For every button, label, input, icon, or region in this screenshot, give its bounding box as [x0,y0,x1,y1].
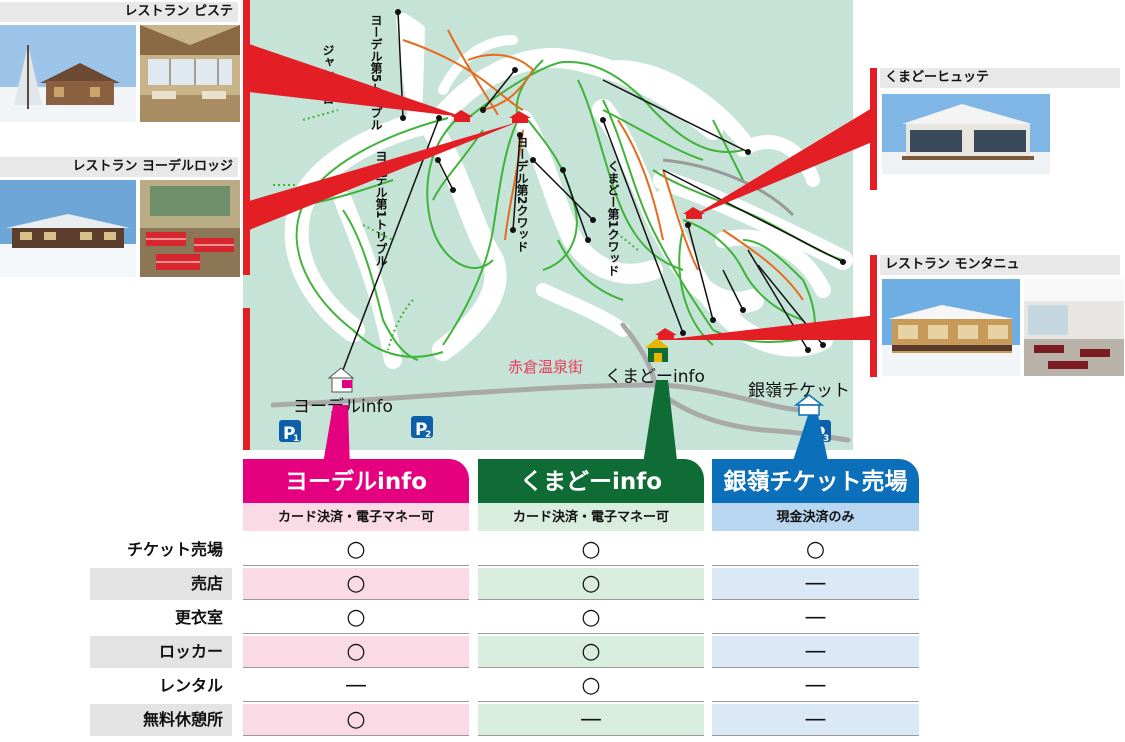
counter-payment-yodel: カード決済・電子マネー可 [243,503,469,531]
lift-stations [395,9,846,353]
cell: ○ [243,568,469,600]
restaurant-icon [655,328,677,340]
pointer-ginrei [790,415,830,470]
red-bar-right-bottom [870,255,877,377]
cell: — [712,602,919,634]
svg-text:3: 3 [823,434,829,444]
cell: ○ [712,534,919,566]
restaurant-label: レストラン モンタニュ [880,255,1120,275]
cell: ○ [243,636,469,668]
parking-icon: P 1 [279,420,301,444]
photo-montagne-interior [1024,279,1124,376]
info-building-icon [645,338,669,362]
cell: ○ [478,670,704,702]
svg-text:2: 2 [425,430,431,440]
red-bar-right-top [870,68,877,190]
callout-piste [249,44,463,117]
cell: — [712,568,919,600]
info-building-icon [327,367,355,393]
cell: — [712,636,919,668]
cell: ○ [478,534,704,566]
red-bar-left-top [243,0,250,275]
lift-label: くまどー第1クワッド [606,160,620,277]
cell: ○ [478,636,704,668]
row-label-rest-area: 無料休憩所 [90,704,232,736]
svg-text:1: 1 [293,434,299,444]
kumado-info-map-label: くまどーinfo [605,367,705,387]
cell: ○ [243,704,469,736]
callout-montagne [662,315,877,340]
photo-yodel-lodge-exterior [0,180,136,277]
svg-text:P: P [283,424,295,444]
row-label-rental: レンタル [158,676,223,695]
trail-map-svg: P 1 P 2 P 3 ヨーデル第5トリプル ジャンプ台 ヨーデル第1トリプル … [243,0,853,450]
photo-yodel-lodge-interior [140,180,240,277]
town-label: 赤倉温泉街 [508,358,583,376]
photo-kumado-hutte [882,94,1050,174]
pointer-yodel [322,405,350,470]
photo-piste-exterior [0,25,136,122]
row-label-locker: ロッカー [90,636,232,668]
cell: — [712,704,919,736]
restaurant-label: レストラン ヨーデルロッジ [0,157,238,177]
counter-payment-ginrei: 現金決済のみ [712,503,919,531]
counter-tab-yodel: ヨーデルinfo [243,459,469,503]
row-label-ticket: チケット売場 [126,540,223,559]
cell: ○ [478,568,704,600]
orange-runs [402,29,804,301]
cell: — [712,670,919,702]
cell: — [243,670,469,702]
restaurant-icon [683,207,705,219]
red-bar-left-bottom [243,308,250,450]
cell: ○ [478,602,704,634]
lift-label: ヨーデル第2クワッド [515,136,529,252]
counter-tab-kumado: くまどーinfo [478,459,704,503]
cell: ○ [243,534,469,566]
ski-trail-map: P 1 P 2 P 3 ヨーデル第5トリプル ジャンプ台 ヨーデル第1トリプル … [243,0,853,450]
photo-piste-interior [140,25,240,122]
dotted-trails [273,109,639,351]
pointer-kumado [642,380,678,470]
gray-slope [662,158,795,217]
counter-payment-kumado: カード決済・電子マネー可 [478,503,704,531]
restaurant-icon [509,111,531,123]
ginrei-ticket-map-label: 銀嶺チケット [748,381,850,401]
counter-tab-ginrei: 銀嶺チケット売場 [712,459,919,503]
callout-kumado-hutte [690,105,877,218]
row-label-changing-room: 更衣室 [174,608,223,627]
photo-montagne-exterior [882,279,1020,376]
restaurant-label: くまどーヒュッテ [880,68,1120,88]
lift-label: ヨーデル第1トリプル [374,150,388,266]
restaurant-label: レストラン ピステ [0,2,238,22]
cell: — [478,704,704,736]
callout-yodel-lodge [249,122,518,230]
row-label-shop: 売店 [90,568,232,600]
cell: ○ [243,602,469,634]
parking-icon: P 2 [411,416,433,440]
svg-text:P: P [415,420,427,440]
